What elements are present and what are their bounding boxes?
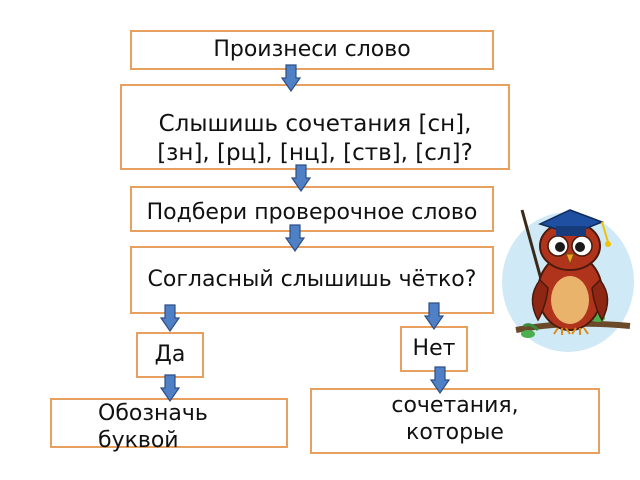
answer-no-text: Нет [412,336,456,362]
answer-yes-text: Да [154,342,186,368]
step-consonant-clear-text: Согласный слышишь чётко? [147,267,477,293]
arrow-yes-action-icon [160,374,180,402]
arrow-3-icon [285,224,305,252]
step-find-check-word: Подбери проверочное слово [130,186,494,232]
owl-graduate-icon [502,209,634,352]
step-say-word-text: Произнеси слово [213,37,411,63]
arrow-1-icon [281,64,301,92]
answer-yes: Да [136,332,204,378]
step-hear-combinations-text: Слышишь сочетания [сн], [зн], [рц], [нц]… [157,111,473,166]
action-write-combinations-text: Пиши те сочетания, которые слышишь [391,392,519,453]
step-say-word: Произнеси слово [130,30,494,70]
arrow-no-icon [424,302,444,330]
step-hear-combinations: Слышишь сочетания [сн], [зн], [рц], [нц]… [120,84,510,170]
arrow-2-icon [291,164,311,192]
answer-no: Нет [400,326,468,372]
step-consonant-clear: Согласный слышишь чётко? [130,246,494,314]
action-mark-letter-text: Обозначь буквой [98,400,208,454]
action-mark-letter: Обозначь буквой [50,398,288,453]
arrow-yes-icon [160,304,180,332]
action-write-combinations: Пиши те сочетания, которые слышишь [310,388,600,454]
step-find-check-word-text: Подбери проверочное слово [146,200,478,226]
arrow-no-action-icon [430,366,450,394]
